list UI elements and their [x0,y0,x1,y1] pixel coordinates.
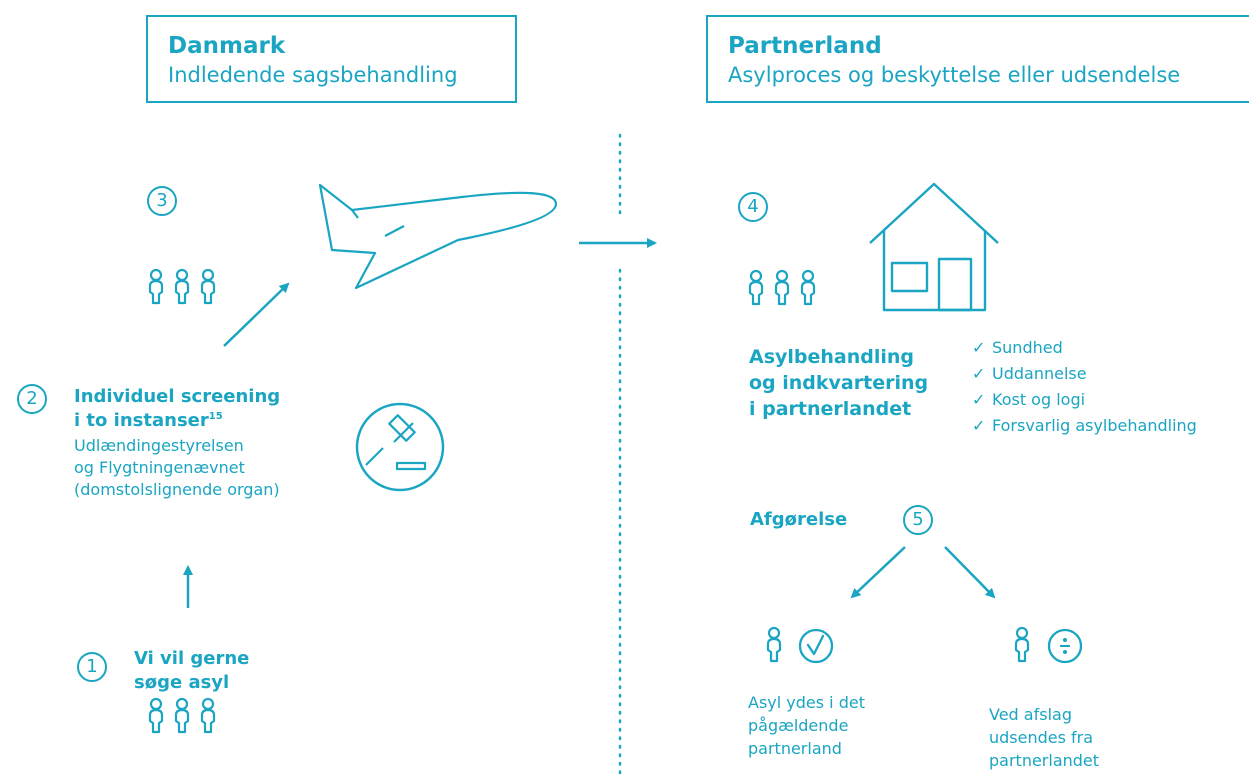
partner-subtitle: Asylproces og beskyttelse eller udsendel… [728,63,1181,87]
house-icon [869,182,999,312]
outcome-left-line1: Asyl ydes i det [748,693,865,712]
checklist-item: ✓ Sundhed [972,338,1063,357]
division-circle-icon [1047,628,1083,664]
arrow-icon [223,282,290,347]
checklist-label: Uddannelse [992,364,1087,383]
step2-title-line2: i to instanser15 [74,410,223,431]
step4-title-line3: i partnerlandet [749,398,912,420]
step4-title-line1: Asylbehandling [749,346,915,368]
gavel-icon [355,402,445,492]
outcome-left-line2: pågældende [748,716,849,735]
check-icon: ✓ [972,390,986,409]
step2-desc-line3: (domstolslignende organ) [74,480,280,499]
arrow-icon [944,546,996,599]
outcome-right-line1: Ved afslag [989,705,1072,724]
check-icon: ✓ [972,364,986,383]
denmark-header-box: Danmark Indledende sagsbehandling [146,15,517,103]
step-number-5: 5 [903,505,933,535]
step-number-2: 2 [17,384,47,414]
outcome-right-line3: partnerlandet [989,751,1100,770]
checklist-item: ✓ Forsvarlig asylbehandling [972,416,1197,435]
outcome-left-line3: partnerland [748,739,842,758]
checklist-label: Forsvarlig asylbehandling [992,416,1197,435]
footnote-marker: 15 [208,411,223,422]
step2-title-line1: Individuel screening [74,386,281,407]
denmark-title: Danmark [168,33,286,59]
checklist-label: Kost og logi [992,390,1086,409]
checklist-label: Sundhed [992,338,1063,357]
partner-title: Partnerland [728,33,882,59]
step2-title-line2-text: i to instanser [74,410,209,431]
step-number-1: 1 [77,652,107,682]
step1-title-line2: søge asyl [134,672,230,693]
people-group-icon [148,268,216,305]
checklist-item: ✓ Uddannelse [972,364,1087,383]
step2-desc-line1: Udlændingestyrelsen [74,436,244,455]
person-icon [1014,626,1030,663]
arrow-icon [850,546,906,599]
outcome-right-line2: udsendes fra [989,728,1094,747]
step1-title-line1: Vi vil gerne [134,648,250,669]
step4-title-line2: og indkvartering [749,372,929,394]
step-number-3: 3 [147,186,177,216]
people-group-icon [748,269,816,306]
airplane-icon [318,183,558,290]
person-icon [766,626,782,663]
checkmark-circle-icon [798,628,834,664]
people-group-icon [148,697,216,734]
step-number-4: 4 [738,192,768,222]
step2-desc-line2: og Flygtningenævnet [74,458,245,477]
decision-label: Afgørelse [750,509,848,530]
checklist-item: ✓ Kost og logi [972,390,1085,409]
partner-header-box: Partnerland Asylproces og beskyttelse el… [706,15,1249,103]
check-icon: ✓ [972,338,986,357]
check-icon: ✓ [972,416,986,435]
denmark-subtitle: Indledende sagsbehandling [168,63,458,87]
